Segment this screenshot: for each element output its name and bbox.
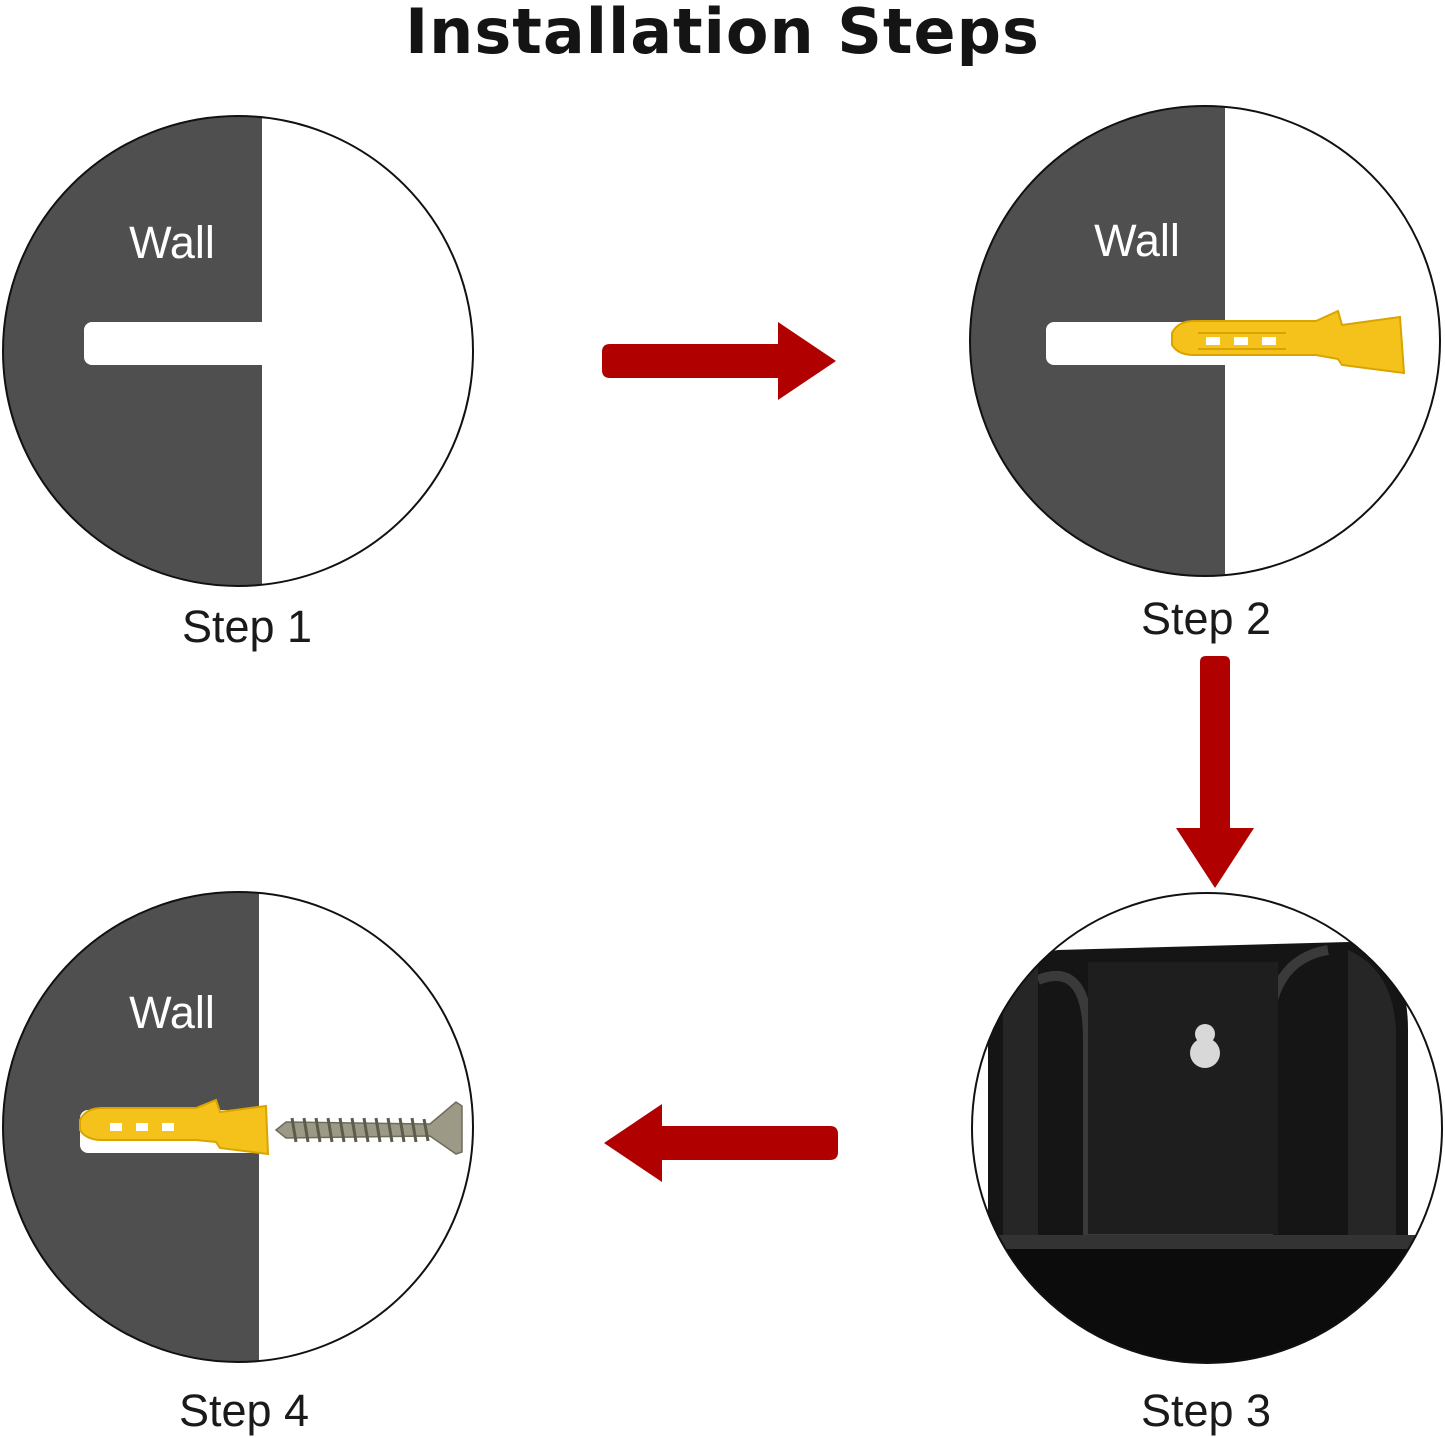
arrow-down-icon [1176,656,1254,888]
step-3-label: Step 3 [1140,1385,1272,1436]
wall-label: Wall [1094,215,1180,266]
drilled-hole-icon [84,322,270,365]
screw-icon [274,1101,463,1155]
wall-anchor-icon [79,1098,270,1156]
step-3-illustration [968,890,1445,1368]
arrow-right-icon [602,322,836,400]
wall-label: Wall [129,987,215,1038]
step-1-label: Step 1 [181,601,313,652]
step-2-illustration: Wall [969,105,1441,577]
step-1-illustration: Wall [2,115,474,587]
page-title: Installation Steps [405,0,1040,68]
wall-anchor-icon [1171,309,1406,375]
step-2-label: Step 2 [1140,593,1272,644]
step-4-label: Step 4 [178,1385,310,1436]
step-4-illustration: Wall [2,891,474,1363]
wall-label: Wall [129,217,215,268]
keyhole-icon [1190,1024,1220,1068]
arrow-left-icon [604,1104,838,1182]
